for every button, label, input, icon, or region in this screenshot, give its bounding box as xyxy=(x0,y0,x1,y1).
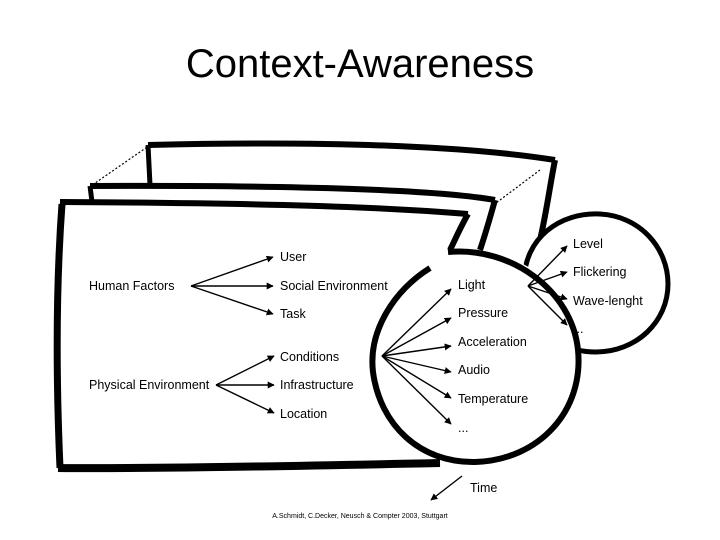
perspective-dotted-lines xyxy=(87,144,541,204)
arrow-task xyxy=(190,285,274,316)
item-flickering: Flickering xyxy=(573,265,627,279)
item-wave-length: Wave-lenght xyxy=(573,294,643,308)
arrow-audio xyxy=(381,355,452,374)
physical-environment-group: Physical Environment Conditions Infrastr… xyxy=(89,350,354,421)
time-arrow xyxy=(430,475,463,501)
arrow-flickering xyxy=(527,270,568,287)
time-axis: Time xyxy=(430,475,497,501)
item-light: Light xyxy=(458,278,486,292)
item-location: Location xyxy=(280,407,327,421)
item-acceleration: Acceleration xyxy=(458,335,527,349)
item-user: User xyxy=(280,250,306,264)
item-temperature: Temperature xyxy=(458,392,528,406)
arrow-sensor-more xyxy=(381,355,452,425)
arrow-user xyxy=(190,255,274,287)
item-level: Level xyxy=(573,237,603,251)
time-label: Time xyxy=(470,481,497,495)
arrow-level xyxy=(527,245,568,287)
item-social-environment: Social Environment xyxy=(280,279,388,293)
arrow-conditions xyxy=(215,355,275,386)
physical-environment-label: Physical Environment xyxy=(89,378,210,392)
item-sensor-more: ... xyxy=(458,421,468,435)
arrow-wave-length xyxy=(527,285,568,301)
arrow-location xyxy=(215,384,275,414)
arrow-light xyxy=(381,288,452,357)
light-items-group: Level Flickering Wave-lenght ... xyxy=(527,237,643,336)
human-factors-label: Human Factors xyxy=(89,279,174,293)
arrow-acceleration xyxy=(381,343,452,357)
frame-front xyxy=(53,199,471,473)
item-light-more: ... xyxy=(573,322,583,336)
slide-title: Context-Awareness xyxy=(185,42,535,86)
arrow-pressure xyxy=(381,317,452,357)
sensor-items-group: Light Pressure Acceleration Audio Temper… xyxy=(381,278,528,435)
item-task: Task xyxy=(280,307,306,321)
arrow-light-more xyxy=(527,285,568,326)
sensor-circle xyxy=(369,248,582,466)
citation-footer: A.Schmidt, C.Decker, Neusch & Compter 20… xyxy=(272,513,448,520)
human-factors-group: Human Factors User Social Environment Ta… xyxy=(89,250,388,321)
item-conditions: Conditions xyxy=(280,350,339,364)
item-audio: Audio xyxy=(458,363,490,377)
item-infrastructure: Infrastructure xyxy=(280,378,354,392)
item-pressure: Pressure xyxy=(458,306,508,320)
arrow-temperature xyxy=(381,355,452,399)
